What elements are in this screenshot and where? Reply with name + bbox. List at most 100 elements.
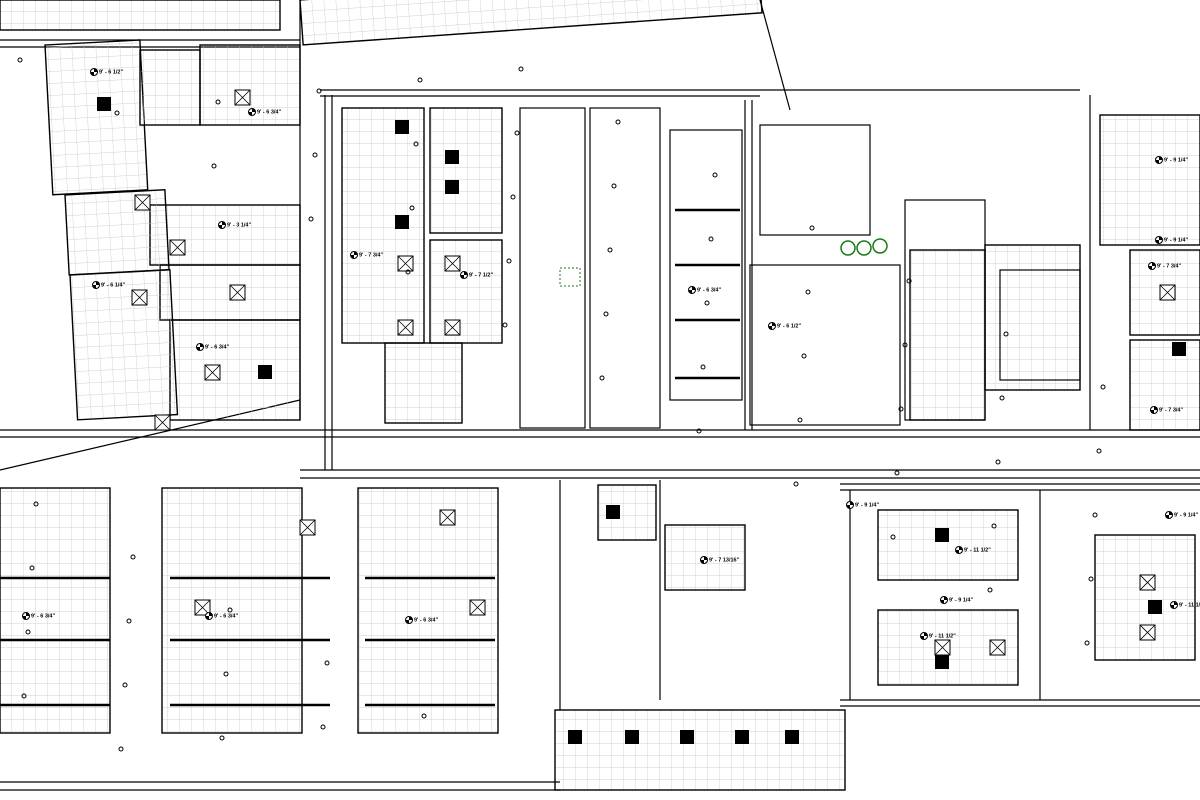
ceiling-grid (429, 107, 503, 234)
ceiling-height-tag: 9' - 7 3/4" (1148, 262, 1181, 270)
sprinkler-head (700, 364, 706, 370)
ceiling-height-tag: 9' - 6 1/2" (90, 68, 123, 76)
sprinkler-head (607, 247, 613, 253)
light-fixture (680, 730, 694, 744)
light-fixture (445, 150, 459, 164)
ceiling-grid (1099, 114, 1200, 246)
grille-cross (299, 519, 316, 536)
light-fixture (606, 505, 620, 519)
grille-cross (1159, 284, 1176, 301)
sprinkler-head (33, 501, 39, 507)
room (384, 342, 463, 424)
ceiling-height-symbol-icon (218, 221, 226, 229)
return-air-grille (444, 255, 461, 272)
sprinkler-head (409, 205, 415, 211)
room-outline (669, 129, 743, 401)
ceiling-height-symbol-icon (205, 612, 213, 620)
grille-cross (229, 284, 246, 301)
light-fixture (97, 97, 111, 111)
light-fixture (625, 730, 639, 744)
sprinkler-head (405, 269, 411, 275)
grille-cross (934, 639, 951, 656)
ceiling-height-tag: 9' - 7 13/16" (700, 556, 739, 564)
mechanical-equipment (840, 240, 856, 256)
ceiling-height-tag: 9' - 9 1/4" (1165, 511, 1198, 519)
ceiling-grid (429, 239, 503, 344)
ceiling-height-symbol-icon (1170, 601, 1178, 609)
ceiling-height-tag: 9' - 3 1/4" (218, 221, 251, 229)
ceiling-height-symbol-icon (700, 556, 708, 564)
sprinkler-head (708, 236, 714, 242)
room-outline (519, 107, 586, 429)
room (877, 509, 1019, 581)
sprinkler-head (603, 311, 609, 317)
grille-cross (444, 255, 461, 272)
sprinkler-head (122, 682, 128, 688)
ceiling-height-label: 9' - 6 3/4" (31, 613, 56, 620)
ceiling-height-label: 9' - 6 3/4" (414, 617, 439, 624)
room-outline (999, 269, 1081, 381)
ceiling-height-label: 9' - 7 13/16" (709, 557, 740, 564)
room (554, 709, 846, 791)
ceiling-height-symbol-icon (460, 271, 468, 279)
sprinkler-head (308, 216, 314, 222)
room-outline (759, 124, 871, 236)
light-fixture (785, 730, 799, 744)
grille-cross (204, 364, 221, 381)
sprinkler-head (902, 342, 908, 348)
light-fixture (935, 528, 949, 542)
sprinkler-head (894, 470, 900, 476)
return-air-grille (229, 284, 246, 301)
sprinkler-head (114, 110, 120, 116)
wall-line (759, 0, 791, 111)
ceiling-height-label: 9' - 7 3/4" (359, 252, 384, 259)
sprinkler-head (29, 565, 35, 571)
room (69, 269, 179, 421)
sprinkler-head (118, 746, 124, 752)
ceiling-height-symbol-icon (846, 501, 854, 509)
sprinkler-head (17, 57, 23, 63)
room (1099, 114, 1200, 246)
room (0, 487, 111, 734)
ceiling-height-tag: 9' - 11 1/2" (920, 632, 956, 640)
return-air-grille (131, 289, 148, 306)
ceiling-height-symbol-icon (688, 286, 696, 294)
light-fixture (445, 180, 459, 194)
light-fixture (1148, 600, 1162, 614)
sprinkler-head (1092, 512, 1098, 518)
ceiling-height-tag: 9' - 9 1/4" (1155, 236, 1188, 244)
ceiling-grid (909, 249, 986, 421)
ceiling-height-tag: 9' - 11 1/2" (955, 546, 991, 554)
sprinkler-head (890, 534, 896, 540)
return-air-grille (154, 414, 171, 431)
room (44, 39, 149, 196)
grille-cross (154, 414, 171, 431)
room (64, 189, 170, 276)
ceiling-height-symbol-icon (1165, 511, 1173, 519)
grille-cross (469, 599, 486, 616)
return-air-grille (204, 364, 221, 381)
grille-cross (134, 194, 151, 211)
sprinkler-head (130, 554, 136, 560)
ceiling-height-tag: 9' - 9 1/4" (1155, 156, 1188, 164)
grille-cross (397, 319, 414, 336)
sprinkler-head (126, 618, 132, 624)
sprinkler-head (1100, 384, 1106, 390)
grille-cross (989, 639, 1006, 656)
ceiling-height-symbol-icon (920, 632, 928, 640)
sprinkler-head (696, 428, 702, 434)
ceiling-height-label: 9' - 9 1/4" (1164, 237, 1189, 244)
sprinkler-head (421, 713, 427, 719)
return-air-grille (1159, 284, 1176, 301)
ceiling-height-label: 9' - 11 1/2" (964, 547, 991, 554)
ceiling-height-symbol-icon (1155, 236, 1163, 244)
ceiling-grid (139, 49, 201, 126)
sprinkler-head (506, 258, 512, 264)
ceiling-grid (1094, 534, 1196, 661)
return-air-grille (234, 89, 251, 106)
ceiling-height-symbol-icon (1148, 262, 1156, 270)
ceiling-height-label: 9' - 11 1/4" (1179, 602, 1200, 609)
grille-cross (1139, 574, 1156, 591)
sprinkler-head (801, 353, 807, 359)
